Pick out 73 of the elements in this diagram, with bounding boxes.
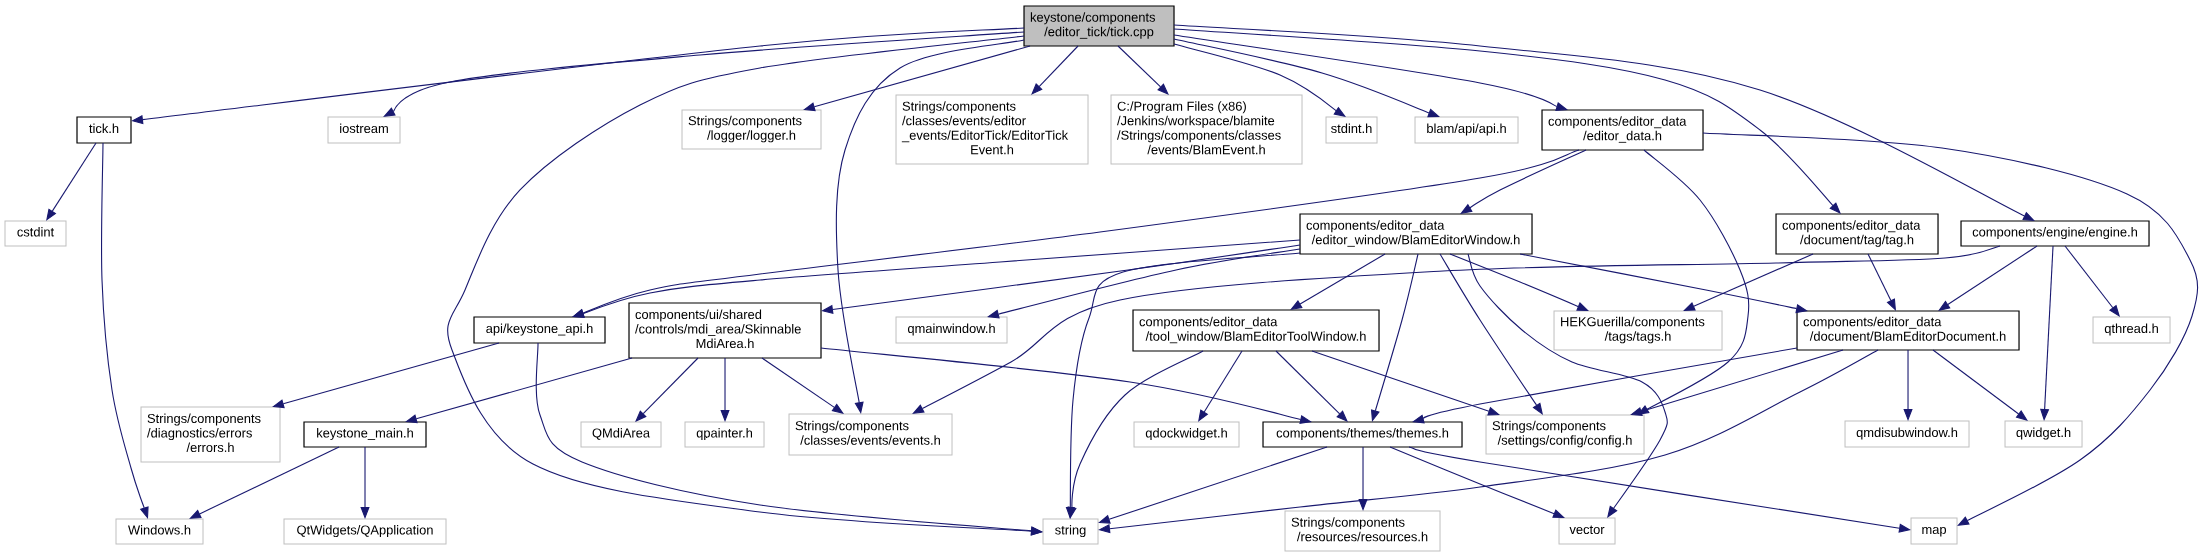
include-arrow bbox=[1408, 446, 1911, 533]
file-box: Strings/components /classes/events/editor _events/EditorTick/EditorTick Event.h bbox=[895, 94, 1089, 165]
include-arrow bbox=[1630, 349, 1844, 416]
include-arrow bbox=[189, 446, 340, 519]
include-arrow bbox=[1702, 132, 2199, 526]
include-arrow bbox=[100, 142, 149, 519]
file-box: components/engine/engine.h bbox=[1960, 220, 2150, 247]
include-arrow bbox=[1173, 38, 1440, 118]
include-arrow bbox=[1117, 45, 1169, 95]
include-arrow bbox=[1311, 350, 1500, 416]
include-arrow bbox=[820, 347, 1312, 424]
file-box: Strings/components /diagnostics/errors /errors.h bbox=[140, 406, 281, 463]
include-arrow bbox=[46, 142, 97, 221]
include-arrow bbox=[1938, 245, 2038, 311]
file-box: components/themes/themes.h bbox=[1262, 421, 1463, 448]
file-box: Strings/components /resources/resources.h bbox=[1284, 510, 1441, 552]
file-box: blam/api/api.h bbox=[1414, 116, 1519, 144]
file-box: Strings/components /logger/logger.h bbox=[681, 109, 822, 150]
include-arrow bbox=[1439, 253, 1543, 415]
include-arrow bbox=[1449, 253, 1589, 311]
file-box: string bbox=[1042, 518, 1099, 545]
include-arrow bbox=[405, 357, 633, 424]
file-box: qthread.h bbox=[2092, 316, 2171, 344]
include-arrow bbox=[1173, 34, 1568, 111]
file-box: HEKGuerilla/components /tags/tags.h bbox=[1553, 310, 1723, 351]
file-box: qdockwidget.h bbox=[1133, 421, 1240, 448]
file-box: stdint.h bbox=[1325, 116, 1378, 144]
include-arrow bbox=[1867, 253, 1896, 311]
file-box: iostream bbox=[327, 116, 401, 144]
file-box: QMdiArea bbox=[580, 421, 662, 448]
file-box: components/ui/shared /controls/mdi_area/Skinnable MdiArea.h bbox=[628, 302, 822, 359]
file-box: qmdisubwindow.h bbox=[1844, 420, 1970, 448]
include-arrow bbox=[1932, 349, 2028, 421]
include-arrow bbox=[912, 245, 2001, 414]
include-arrow bbox=[1173, 24, 2035, 221]
include-arrow bbox=[1460, 149, 1587, 214]
source-file-box: keystone/components /editor_tick/tick.cpp bbox=[1023, 5, 1175, 47]
include-arrow bbox=[803, 45, 1031, 112]
file-box: qmainwindow.h bbox=[895, 316, 1008, 344]
file-box: tick.h bbox=[76, 116, 132, 144]
include-arrow bbox=[2064, 245, 2120, 317]
include-arrow bbox=[1098, 446, 1328, 524]
file-box: Strings/components /classes/events/events.h bbox=[788, 413, 953, 456]
include-arrow bbox=[635, 357, 699, 422]
include-arrow bbox=[1173, 43, 1346, 117]
file-box: QtWidgets/QApplication bbox=[283, 518, 447, 545]
file-box: qpainter.h bbox=[684, 421, 765, 448]
file-box: components/editor_data /editor_window/BlamEditorWindow.h bbox=[1299, 213, 1533, 255]
file-box: Windows.h bbox=[115, 518, 204, 545]
include-arrow bbox=[1389, 446, 1565, 518]
file-box: vector bbox=[1558, 517, 1616, 545]
file-box: components/editor_data /document/BlamEditorDocument.h bbox=[1796, 310, 2020, 351]
file-box: components/editor_data /document/tag/tag.h bbox=[1775, 213, 1939, 255]
include-arrow bbox=[1031, 45, 1079, 95]
file-box: map bbox=[1910, 517, 1958, 545]
include-arrow bbox=[1275, 350, 1348, 422]
file-box: Strings/components /settings/config/config.h bbox=[1485, 414, 1645, 455]
include-arrow bbox=[1683, 253, 1814, 311]
file-box: C:/Program Files (x86) /Jenkins/workspace/blamite /Strings/components/classes /events/BlamEvent.h bbox=[1110, 94, 1303, 165]
file-box: components/editor_data /editor_data.h bbox=[1541, 109, 1704, 151]
file-box: cstdint bbox=[4, 220, 67, 247]
file-box: api/keystone_api.h bbox=[473, 316, 606, 344]
include-arrow bbox=[383, 31, 1025, 117]
include-arrow bbox=[1173, 28, 1841, 214]
include-arrow bbox=[761, 357, 844, 414]
include-arrow bbox=[1290, 253, 1386, 310]
file-box: qwidget.h bbox=[2004, 420, 2083, 448]
include-arrow bbox=[1467, 253, 1668, 518]
file-box: keystone_main.h bbox=[303, 421, 427, 448]
include-arrow bbox=[1198, 350, 1243, 422]
include-arrow bbox=[572, 239, 1301, 318]
include-arrow bbox=[272, 342, 500, 409]
file-box: components/editor_data /tool_window/BlamEditorToolWindow.h bbox=[1132, 309, 1380, 352]
